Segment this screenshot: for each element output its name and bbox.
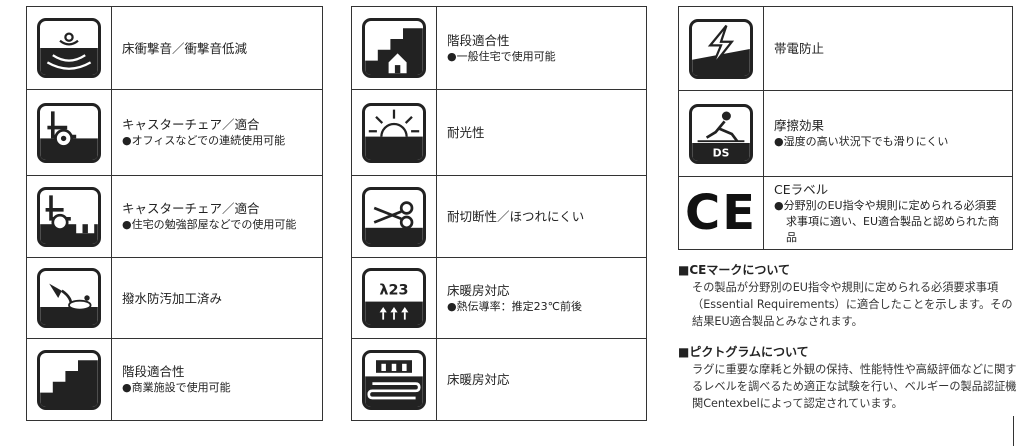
pictogram-row: λ23 床暖房対応 ●熱伝導率：推定23℃前後 [352,258,646,339]
info-body: ラグに重要な摩耗と外観の保持、性能特性や高級評価などに関するレベルを調べるため適… [692,363,1017,410]
pictogram-table-3: 帯電防止 DS 摩擦効果 ●湿度の高い状況下でも滑りにくい CE [678,6,1013,250]
pictogram-row: CE CEラベル ●分野別のEU指令や規則に定められる必須要求事項に適い、EU適… [679,177,1012,250]
pictogram-title: 撥水防汚加工済み [122,290,223,306]
stairs-icon [37,349,101,410]
water-repellent-icon [37,268,101,328]
info-body: その製品が分野別のEU指令や規則に定められる必須要求事項（Essential R… [692,281,1013,328]
pictogram-title: 耐光性 [447,125,485,140]
antistatic-icon [689,18,753,79]
pictogram-row: 床暖房対応 [352,339,646,421]
pictogram-table-1: 床衝撃音／衝撃音低減 キャスターチェア／適合 ●オフィスなどでの連続使用可能 [26,6,323,421]
pictogram-table-2: 階段適合性 ●一般住宅で使用可能 耐光性 [351,6,647,421]
pictogram-row: 撥水防汚加工済み [27,258,322,339]
pictogram-row: 耐光性 [352,90,646,176]
caster-chair-icon [37,102,101,163]
caster-chair-home-icon [37,186,101,247]
pictogram-title: キャスターチェア／適合 [122,201,260,216]
pictogram-title: 床衝撃音／衝撃音低減 [122,40,248,56]
pictogram-row: キャスターチェア／適合 ●住宅の勉強部屋などでの使用可能 [27,176,322,258]
pictogram-row: 床衝撃音／衝撃音低減 [27,7,322,90]
pictogram-note: ●オフィスなどでの連続使用可能 [122,134,286,147]
pictogram-note: ●商業施設で使用可能 [122,381,231,394]
sun-light-icon [362,102,426,163]
ds-label: DS [713,146,730,159]
pictogram-title: 床暖房対応 [447,282,510,298]
lambda-label: λ23 [379,282,408,298]
info-heading: ■ピクトグラムについて [678,345,809,359]
slip-resistance-icon: DS [689,103,753,164]
pictogram-row: キャスターチェア／適合 ●オフィスなどでの連続使用可能 [27,90,322,176]
pictogram-title: 摩擦効果 [774,118,825,133]
pictogram-title: 階段適合性 [122,364,185,379]
pictogram-row: DS 摩擦効果 ●湿度の高い状況下でも滑りにくい [679,91,1012,177]
floor-impact-sound-icon [37,18,101,78]
pictogram-row: 耐切断性／ほつれにくい [352,176,646,258]
pictogram-title: CEラベル [774,181,829,197]
floor-heating-icon [362,349,426,410]
pictogram-title: 床暖房対応 [447,372,510,387]
pictogram-title: 階段適合性 [447,32,510,48]
ce-mark-info: ■CEマークについて その製品が分野別のEU指令や規則に定められる必須要求事項（… [678,262,1018,330]
pictogram-row: 帯電防止 [679,7,1012,91]
stairs-home-icon [362,18,426,78]
divider [1013,416,1014,446]
ce-mark-icon: CE [684,185,757,241]
pictogram-note: ●分野別のEU指令や規則に定められる必須要求事項に適い、EU適合製品と認められた… [774,198,1000,244]
pictogram-title: 耐切断性／ほつれにくい [447,209,585,224]
scissors-icon [362,186,426,247]
floor-heating-lambda-icon: λ23 [362,268,426,328]
pictogram-note: ●熱伝導率：推定23℃前後 [447,299,582,313]
pictogram-info: ■ピクトグラムについて ラグに重要な摩耗と外観の保持、性能特性や高級評価などに関… [678,344,1018,412]
pictogram-note: ●湿度の高い状況下でも滑りにくい [774,135,949,148]
pictogram-note: ●一般住宅で使用可能 [447,49,556,63]
pictogram-row: 階段適合性 ●一般住宅で使用可能 [352,7,646,90]
pictogram-note: ●住宅の勉強部屋などでの使用可能 [122,218,297,231]
info-heading: ■CEマークについて [678,263,790,277]
pictogram-title: 帯電防止 [774,41,825,56]
pictogram-row: 階段適合性 ●商業施設で使用可能 [27,339,322,421]
pictogram-title: キャスターチェア／適合 [122,117,260,132]
